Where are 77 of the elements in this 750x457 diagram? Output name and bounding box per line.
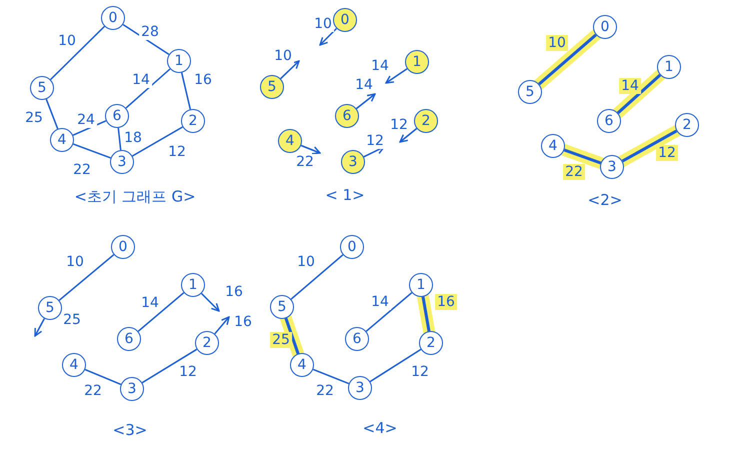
vertex-circle: 0 — [593, 15, 617, 39]
edge-line — [118, 128, 122, 150]
vertex-circle: 0 — [101, 6, 125, 30]
edge-line — [84, 368, 122, 386]
edge-line — [290, 254, 344, 300]
edge-line — [370, 348, 422, 382]
vertex-circle: 3 — [348, 376, 372, 400]
vertex-circle: 0 — [111, 235, 135, 259]
vertex-circle: 5 — [518, 80, 542, 104]
vertex-circle: 5 — [260, 75, 284, 99]
vertex-circle: 1 — [409, 273, 433, 297]
vertex-circle: 4 — [541, 134, 565, 158]
arrow — [356, 93, 376, 110]
edge-line — [126, 68, 170, 109]
edge-line — [422, 296, 430, 332]
edge-line — [366, 292, 412, 332]
arrow — [214, 316, 230, 334]
edge-label: 16 — [435, 294, 457, 310]
vertex-circle: 0 — [340, 235, 364, 259]
panel-caption: <초기 그래프 G> — [74, 188, 196, 206]
arrow — [385, 68, 408, 84]
edge-line — [50, 26, 106, 80]
edge-label: 22 — [563, 164, 585, 180]
edge-line — [180, 72, 192, 110]
edge-line — [73, 143, 111, 159]
edge-line — [312, 368, 350, 384]
panel-caption: <3> — [112, 421, 148, 439]
edge-line — [58, 254, 114, 301]
vertex-circle: 5 — [38, 296, 62, 320]
edge-line — [142, 348, 198, 384]
vertex-circle: 2 — [675, 113, 699, 137]
vertex-circle: 5 — [30, 76, 54, 100]
vertex-circle: 1 — [167, 49, 191, 73]
vertex-circle: 4 — [62, 353, 86, 377]
edge-line — [132, 126, 183, 157]
edge-line — [284, 318, 300, 354]
edge-label: 14 — [619, 78, 641, 94]
arrow — [399, 128, 418, 143]
vertex-circle: 3 — [341, 150, 365, 174]
edge-line — [72, 120, 106, 136]
vertex-circle: 1 — [181, 273, 205, 297]
panel-caption: <2> — [588, 191, 622, 209]
edge-label: 10 — [546, 35, 568, 51]
edge-line — [138, 292, 184, 332]
edge-label: 24 — [75, 112, 97, 128]
arrow — [280, 60, 300, 80]
edge-line — [46, 98, 58, 130]
vertex-circle: 3 — [600, 155, 624, 179]
vertex-circle: 5 — [270, 295, 294, 319]
vertex-circle: 2 — [195, 331, 219, 355]
vertex-circle: 2 — [414, 109, 438, 133]
vertex-circle: 6 — [335, 104, 359, 128]
panel-caption: < 1> — [325, 186, 365, 204]
arrow — [319, 28, 338, 46]
edge-line — [564, 148, 602, 164]
vertex-circle: 4 — [278, 129, 302, 153]
edge-label: 28 — [139, 24, 161, 40]
vertex-circle: 6 — [117, 327, 141, 351]
arrow — [34, 318, 45, 337]
vertex-circle: 6 — [105, 104, 129, 128]
panel-caption: <4> — [362, 419, 398, 437]
edge-line — [122, 24, 170, 56]
arrow — [300, 144, 321, 154]
vertex-circle: 4 — [50, 128, 74, 152]
vertex-circle: 1 — [657, 55, 681, 79]
vertex-circle: 3 — [110, 150, 134, 174]
vertex-circle: 6 — [597, 109, 621, 133]
vertex-circle: 2 — [419, 331, 443, 355]
vertex-circle: 4 — [290, 353, 314, 377]
vertex-circle: 3 — [120, 377, 144, 401]
vertex-circle: 1 — [405, 50, 429, 74]
arrow — [200, 292, 220, 312]
edge-label: 12 — [656, 145, 678, 161]
vertex-circle: 6 — [345, 327, 369, 351]
edge-label: 25 — [270, 332, 292, 348]
vertex-circle: 2 — [181, 109, 205, 133]
vertex-circle: 0 — [333, 8, 357, 32]
